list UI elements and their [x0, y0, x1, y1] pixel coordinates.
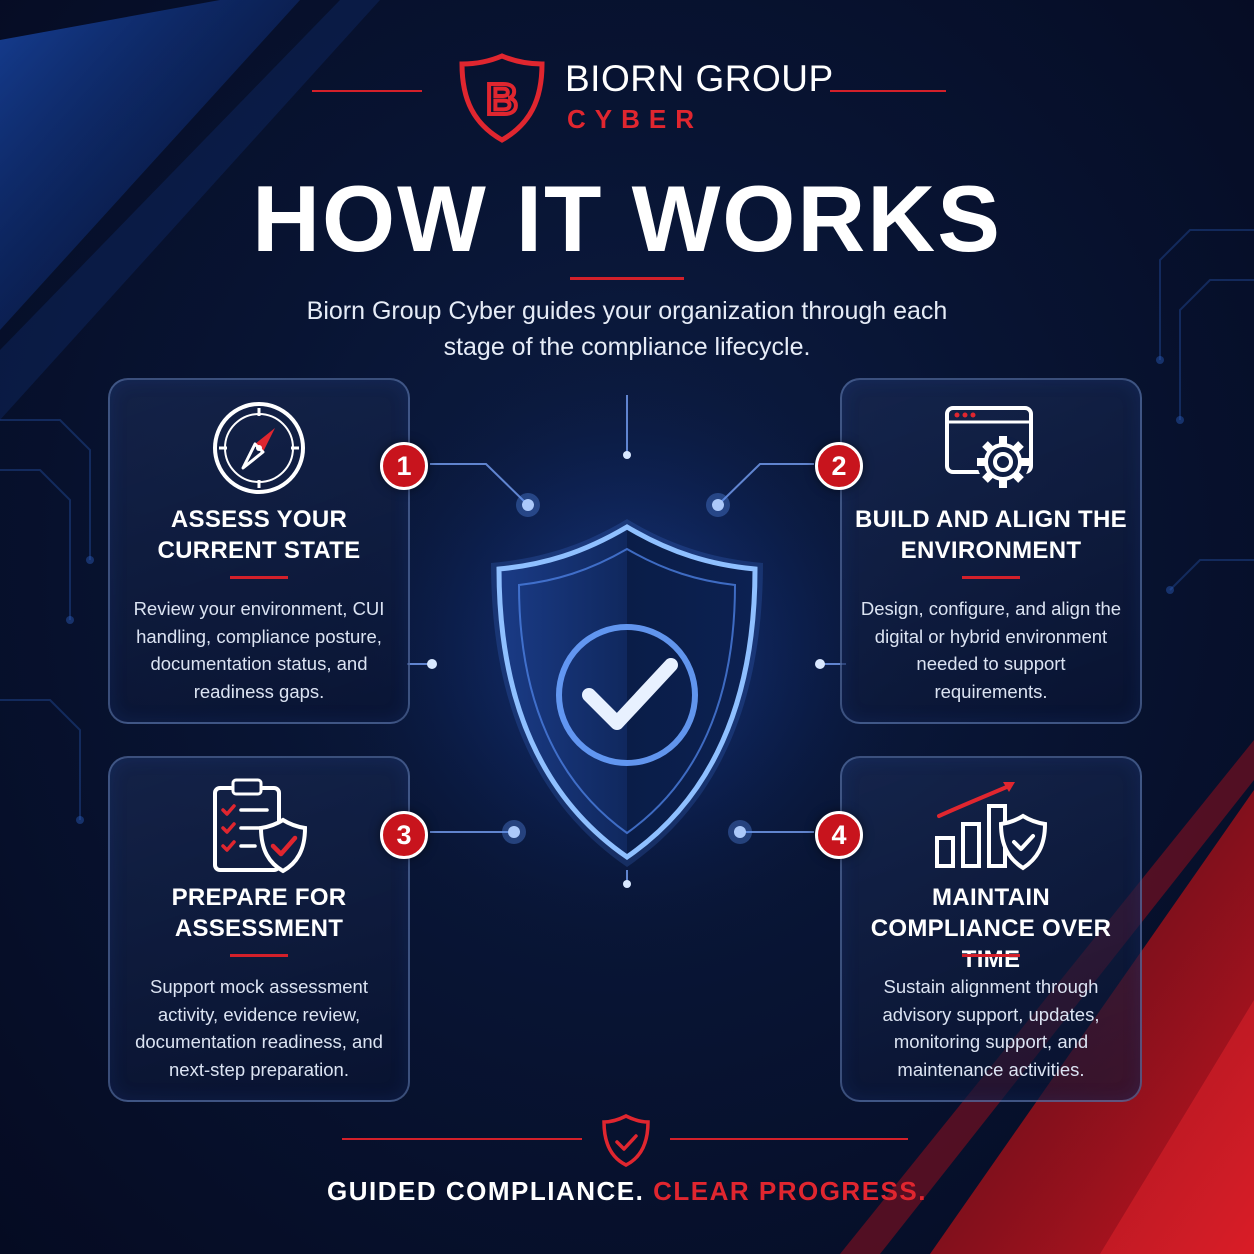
footer-tagline: GUIDED COMPLIANCE. CLEAR PROGRESS.	[0, 1176, 1254, 1207]
title-underline	[570, 277, 684, 280]
step-4-icon-wrap	[842, 776, 1140, 876]
step-3-title: PREPARE FOR ASSESSMENT	[171, 884, 347, 942]
footer-shield-check-icon	[602, 1114, 650, 1167]
browser-gear-icon	[945, 406, 1033, 488]
footer-line-left	[342, 1138, 582, 1140]
logo-letter: B	[486, 75, 518, 124]
brand-logo-icon: B	[459, 53, 545, 143]
tagline-part-2: CLEAR PROGRESS.	[653, 1176, 927, 1206]
header-line-left	[312, 90, 422, 92]
step-1-badge: 1	[380, 442, 428, 490]
header-line-right	[830, 90, 946, 92]
page-title: HOW IT WORKS	[252, 166, 1002, 271]
step-2-badge: 2	[815, 442, 863, 490]
clipboard-shield-icon	[213, 778, 308, 874]
footer-line-right	[670, 1138, 908, 1140]
step-card-2: BUILD AND ALIGN THE ENVIRONMENT Design, …	[840, 378, 1142, 724]
step-3-badge: 3	[380, 811, 428, 859]
step-2-icon-wrap	[842, 398, 1140, 498]
center-shield-check-icon	[491, 519, 763, 867]
compass-icon	[213, 402, 305, 494]
tagline-part-1: GUIDED COMPLIANCE.	[327, 1176, 645, 1206]
step-4-text: Sustain alignment through advisory suppo…	[882, 976, 1100, 1080]
intro-text: Biorn Group Cyber guides your organizati…	[306, 297, 948, 361]
step-card-4: MAINTAIN COMPLIANCE OVER TIME Sustain al…	[840, 756, 1142, 1102]
step-3-underline	[230, 954, 288, 957]
brand-subtitle: CYBER	[567, 104, 704, 134]
step-card-1: ASSESS YOUR CURRENT STATE Review your en…	[108, 378, 410, 724]
step-2-text: Design, configure, and align the digital…	[860, 598, 1122, 702]
step-4-badge: 4	[815, 811, 863, 859]
step-3-text: Support mock assessment activity, eviden…	[135, 976, 383, 1080]
step-card-3: PREPARE FOR ASSESSMENT Support mock asse…	[108, 756, 410, 1102]
step-2-underline	[962, 576, 1020, 579]
step-2-title: BUILD AND ALIGN THE ENVIRONMENT	[855, 506, 1127, 564]
step-4-title: MAINTAIN COMPLIANCE OVER TIME	[870, 884, 1112, 973]
step-1-icon-wrap	[110, 398, 408, 498]
step-3-icon-wrap	[110, 776, 408, 876]
growth-chart-shield-icon	[935, 782, 1048, 871]
step-1-underline	[230, 576, 288, 579]
step-1-title: ASSESS YOUR CURRENT STATE	[157, 506, 361, 564]
step-4-underline	[962, 954, 1020, 957]
brand-name: BIORN GROUP	[565, 58, 834, 99]
step-1-text: Review your environment, CUI handling, c…	[133, 598, 385, 702]
